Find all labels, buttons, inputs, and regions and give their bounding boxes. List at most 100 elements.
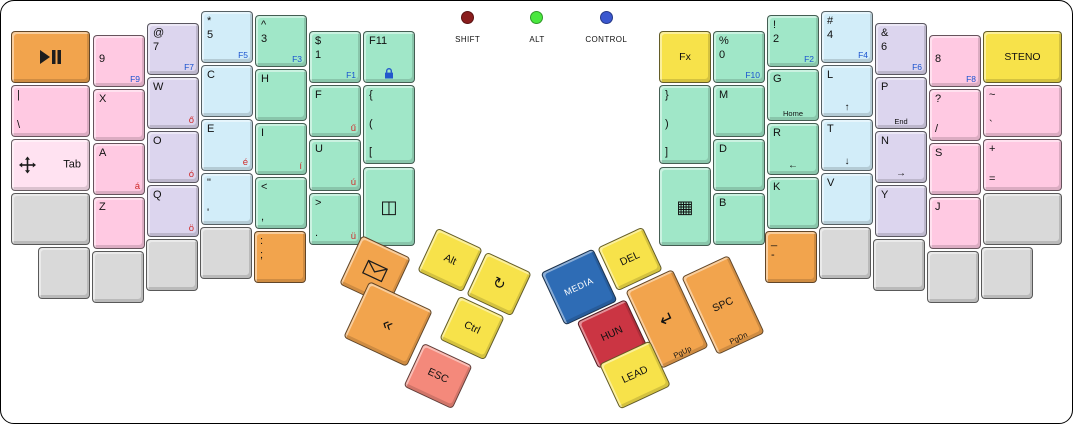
key-mail[interactable] (339, 235, 411, 307)
key-label: Tab (63, 158, 81, 171)
key-question-slash[interactable]: ?/ (929, 89, 981, 141)
key-blank-lb4[interactable] (200, 227, 252, 279)
key-blank-rb1[interactable] (819, 227, 871, 279)
key-label: { (369, 89, 373, 101)
key-tilde-backtick[interactable]: ~` (983, 85, 1062, 137)
key-label: | (17, 89, 20, 101)
key-k[interactable]: K (767, 177, 819, 229)
key-label: : (260, 235, 264, 247)
key-label: J (935, 201, 941, 213)
key-label: 1 (315, 49, 322, 61)
key-blank-r0[interactable] (983, 193, 1062, 245)
key-brace-open[interactable]: {([ (363, 85, 415, 164)
key-blank-l0[interactable] (11, 193, 90, 245)
key-label: ü (350, 230, 356, 242)
key-label: ↓ (844, 156, 850, 167)
key-label: 0 (719, 49, 726, 61)
key-label: 9 (99, 53, 106, 65)
key-quote[interactable]: "' (201, 173, 253, 225)
key-label: V (827, 177, 835, 189)
key-r[interactable]: R← (767, 123, 819, 175)
key-j[interactable]: J (929, 197, 981, 249)
key-fx[interactable]: Fx (659, 31, 711, 83)
key-play-pause[interactable] (11, 31, 90, 83)
key-b[interactable]: B (713, 193, 765, 245)
key-blank-lb1[interactable] (38, 247, 90, 299)
key-plus-equals[interactable]: += (983, 139, 1062, 191)
alt-led-label: ALT (529, 35, 545, 44)
key-l[interactable]: L↑ (821, 65, 873, 117)
key-label: ú (350, 176, 356, 188)
key-label: é (242, 156, 248, 168)
key-label: F1 (346, 69, 356, 80)
key-label: 5 (207, 29, 214, 41)
key-d[interactable]: D (713, 139, 765, 191)
key-x[interactable]: X (93, 89, 145, 141)
key-label: , (261, 211, 265, 223)
key-label: \ (17, 119, 21, 131)
key-blank-rb3[interactable] (927, 251, 979, 303)
key-label: C (207, 69, 215, 81)
shift-led-label: SHIFT (455, 35, 481, 44)
key-nn[interactable]: N→ (875, 131, 927, 183)
key-label: ↻ (489, 273, 509, 295)
key-label: Home (782, 108, 804, 118)
key-f11[interactable]: F11 (363, 31, 415, 83)
key-less-comma[interactable]: <, (255, 177, 307, 229)
key-minus[interactable]: _- (765, 231, 817, 283)
key-label: L (827, 69, 834, 81)
key-split-window[interactable]: ◫ (363, 167, 415, 246)
move-icon (19, 156, 36, 174)
key-greater-period[interactable]: >. ü (309, 193, 361, 245)
key-v[interactable]: V (821, 173, 873, 225)
key-z[interactable]: Z (93, 197, 145, 249)
key-label: " (207, 177, 211, 189)
key-h[interactable]: H (255, 69, 307, 121)
key-label: # (827, 15, 834, 27)
key-blank-rb2[interactable] (873, 239, 925, 291)
key-blank-lb3[interactable] (146, 239, 198, 291)
key-esc[interactable]: ESC (403, 342, 473, 410)
key-y[interactable]: Y (875, 185, 927, 237)
key-pipe-backslash[interactable]: |\ (11, 85, 90, 137)
key-grid[interactable]: ▦ (659, 167, 711, 246)
key-t[interactable]: T↓ (821, 119, 873, 171)
key-move-tab[interactable]: Tab (11, 139, 90, 191)
key-label: ◫ (380, 196, 398, 217)
key-m[interactable]: M (713, 85, 765, 137)
key-s[interactable]: S (929, 143, 981, 195)
key-label: ↑ (844, 102, 850, 113)
key-blank-lb2[interactable] (92, 251, 144, 303)
key-label: 3 (261, 33, 268, 45)
key-label: . (315, 227, 319, 239)
key-semicolon[interactable]: :; (254, 231, 306, 283)
key-c[interactable]: C (201, 65, 253, 117)
key-label: > (315, 197, 322, 209)
key-blank-rb4[interactable] (981, 247, 1033, 299)
key-steno[interactable]: STENO (983, 31, 1062, 83)
key-brace-close[interactable]: })] (659, 85, 711, 164)
key-label: _ (771, 235, 778, 247)
key-label: í (299, 160, 302, 172)
key-label: F11 (369, 35, 388, 47)
